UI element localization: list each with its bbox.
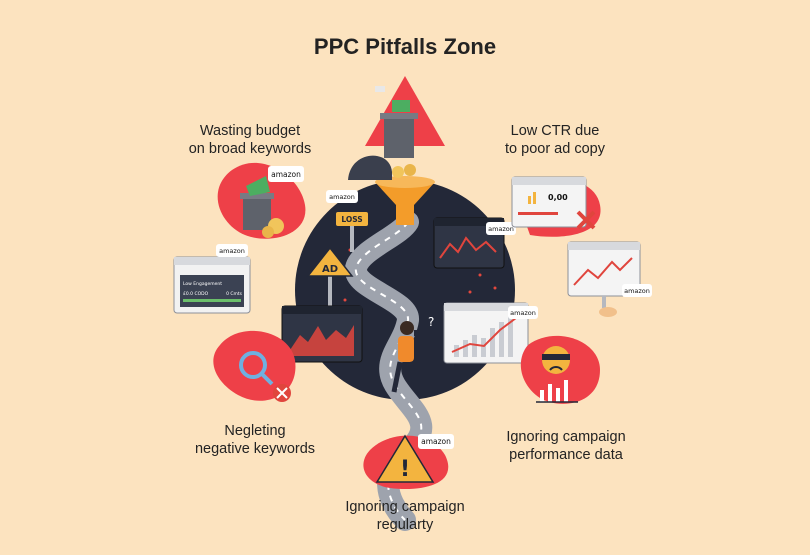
svg-text:AD: AD — [322, 264, 338, 275]
page-title: PPC Pitfalls Zone — [313, 34, 497, 59]
svg-text:amazon: amazon — [488, 225, 514, 233]
warning-triangle-bin-icon — [365, 76, 445, 158]
svg-text:Low Engagement: Low Engagement — [183, 281, 222, 287]
blindfold-face-bar-icon — [520, 335, 600, 404]
svg-text:£0.0 CODO: £0.0 CODO — [183, 291, 209, 297]
person-with-binoculars-icon: ? — [391, 315, 434, 393]
engagement-window: Low Engagement £0.0 CODO 0 Cmts — [173, 256, 251, 314]
svg-text:amazon: amazon — [329, 193, 355, 201]
pitfall-performance-data: Ignoring campaign performance data — [506, 429, 626, 463]
amazon-badge: amazon — [622, 284, 652, 297]
pitfall-ignoring-regularly: Ignoring campaign regularty — [345, 499, 465, 533]
funnel-icon — [375, 164, 435, 225]
svg-text:amazon: amazon — [271, 170, 301, 179]
pitfall-wasting-budget: Wasting budget on broad keywords — [188, 123, 312, 157]
ad-road-sign: AD — [306, 246, 354, 306]
amazon-badge: amazon — [216, 244, 248, 257]
svg-text:amazon: amazon — [510, 309, 536, 317]
trend-window — [567, 241, 641, 317]
amazon-badge: amazon — [508, 306, 538, 319]
bar-chart-window-right — [443, 302, 529, 364]
svg-text:!: ! — [400, 457, 410, 482]
pitfall-low-ctr: Low CTR due to poor ad copy — [505, 123, 605, 157]
svg-text:0,00: 0,00 — [548, 193, 568, 202]
svg-text:amazon: amazon — [421, 437, 451, 446]
ctr-window: 0,00 — [511, 176, 601, 237]
amazon-badge: amazon — [418, 434, 454, 449]
svg-text:LOSS: LOSS — [341, 215, 362, 224]
svg-text:amazon: amazon — [624, 287, 650, 295]
line-chart-window-left — [281, 305, 363, 363]
tunnel-icon — [348, 155, 392, 180]
amazon-badge: amazon — [486, 222, 516, 235]
loss-road-sign: LOSS — [336, 212, 368, 252]
magnifier-with-cross-icon — [213, 330, 296, 402]
pitfall-negative-keywords: Negleting negative keywords — [194, 423, 316, 457]
svg-text:0 Cmts: 0 Cmts — [226, 291, 243, 297]
amazon-badge: amazon — [268, 166, 304, 182]
svg-text:?: ? — [428, 315, 434, 329]
amazon-badge: amazon — [326, 190, 358, 203]
svg-text:amazon: amazon — [219, 247, 245, 255]
